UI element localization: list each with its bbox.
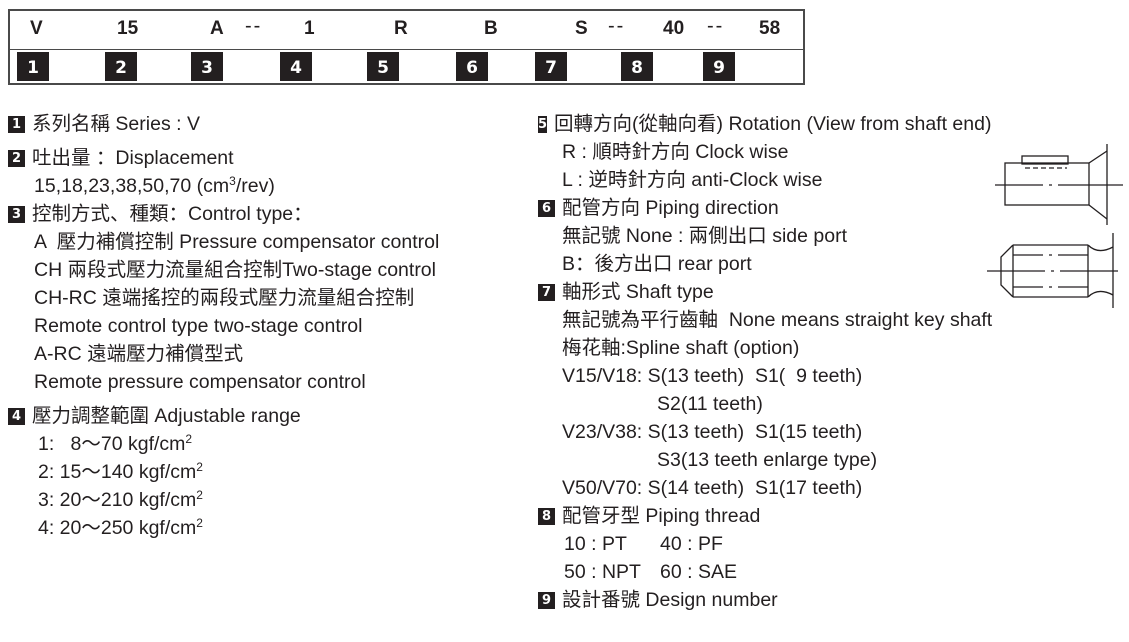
rotation-option: R : 順時針方向 Clock wise (562, 141, 789, 163)
range-option: 2: 15～140 kgf/cm2 (38, 460, 203, 483)
straight-key-shaft-drawing (995, 144, 1123, 225)
section-title: 軸形式 Shaft type (562, 281, 714, 303)
section-control-type: 3 控制方式、種類：Control type： A 壓力補償控制 Pressur… (8, 200, 533, 396)
section-series: 1 系列名稱 Series : V (8, 110, 533, 138)
index-badge: 6 (456, 52, 488, 81)
section-title: 設計番號 Design number (562, 589, 778, 611)
code-segment-series: V (30, 18, 43, 39)
section-piping-thread: 8 配管牙型 Piping thread 10 : PT 40 : PF 50 … (538, 502, 978, 586)
code-separator: -- (707, 15, 725, 37)
piping-option: 無記號 None : 兩側出口 side port (562, 225, 847, 247)
control-option: CH-RC 遠端搖控的兩段式壓力流量組合控制 (34, 287, 415, 309)
section-displacement: 2 吐出量 ：Displacement 15,18,23,38,50,70 (c… (8, 144, 533, 200)
thread-row: 10 : PT 40 : PF (538, 530, 978, 558)
index-badge: 7 (535, 52, 567, 81)
section-piping-direction: 6 配管方向 Piping direction 無記號 None : 兩側出口 … (538, 194, 978, 278)
code-segment-rotation: R (394, 18, 408, 39)
control-option: CH 兩段式壓力流量組合控制Two-stage control (34, 259, 436, 281)
neck-curve (1087, 244, 1114, 252)
shaft-option: V50/V70: S(14 teeth) S1(17 teeth) (562, 477, 863, 499)
index-badge: 9 (703, 52, 735, 81)
code-segment-design: 58 (759, 18, 781, 39)
section-badge: 2 (8, 149, 25, 167)
index-badge: 2 (105, 52, 137, 81)
shaft-key (1021, 155, 1069, 165)
index-badge: 1 (17, 52, 49, 81)
index-badge: 4 (280, 52, 312, 81)
model-code-row: V 15 A -- 1 R B S -- 40 -- 58 (10, 11, 803, 50)
code-separator: -- (245, 15, 263, 37)
section-title: 系列名稱 Series : V (32, 113, 200, 135)
section-title: 吐出量 ：Displacement (32, 147, 234, 169)
code-segment-control: A (210, 18, 224, 39)
piping-option: B：後方出口 rear port (562, 253, 752, 275)
control-option: Remote control type two-stage control (34, 315, 363, 337)
section-adjustable-range: 4 壓力調整範圍 Adjustable range 1: 8～70 kgf/cm… (8, 402, 533, 542)
code-segment-shaft: S (575, 18, 588, 39)
control-option: A-RC 遠端壓力補償型式 (34, 343, 244, 365)
code-segment-thread: 40 (663, 18, 685, 39)
flange-edge (1088, 150, 1108, 164)
shaft-option: 梅花軸:Spline shaft (option) (562, 337, 800, 359)
section-title: 控制方式、種類：Control type： (32, 203, 313, 225)
section-title: 配管方向 Piping direction (562, 197, 779, 219)
left-column: 1 系列名稱 Series : V 2 吐出量 ：Displacement 15… (8, 110, 533, 542)
spline-shaft-drawing (987, 233, 1118, 308)
index-badge: 3 (191, 52, 223, 81)
shaft-option: V15/V18: S(13 teeth) S1( 9 teeth) (562, 365, 863, 387)
section-title: 配管牙型 Piping thread (562, 505, 761, 527)
section-badge: 7 (538, 283, 555, 301)
neck-curve (1087, 290, 1114, 298)
range-option: 3: 20～210 kgf/cm2 (38, 488, 203, 511)
section-shaft-type: 7 軸形式 Shaft type 無記號為平行齒軸 None means str… (538, 278, 993, 502)
index-badge: 5 (367, 52, 399, 81)
section-badge: 6 (538, 199, 555, 217)
thread-option: 40 : PF (660, 533, 723, 555)
shaft-option: S3(13 teeth enlarge type) (657, 449, 878, 471)
section-rotation: 5 回轉方向(從軸向看) Rotation (View from shaft e… (538, 110, 991, 194)
shaft-body (1004, 162, 1090, 206)
code-separator: -- (608, 15, 626, 37)
section-badge: 9 (538, 591, 555, 609)
section-title: 回轉方向(從軸向看) Rotation (View from shaft end… (554, 113, 992, 135)
code-segment-displacement: 15 (117, 18, 139, 39)
index-badge: 8 (621, 52, 653, 81)
range-option: 1: 8～70 kgf/cm2 (38, 432, 193, 455)
shaft-option: S2(11 teeth) (657, 393, 763, 415)
thread-row: 50 : NPT 60 : SAE (538, 558, 978, 586)
section-design-number: 9 設計番號 Design number (538, 586, 978, 614)
code-segment-range: 1 (304, 18, 315, 39)
displacement-values: 15,18,23,38,50,70 (cm3/rev) (34, 174, 275, 197)
section-title: 壓力調整範圍 Adjustable range (32, 405, 301, 427)
thread-option: 50 : NPT (564, 561, 641, 583)
code-segment-piping: B (484, 18, 498, 39)
right-column: 5 回轉方向(從軸向看) Rotation (View from shaft e… (538, 110, 993, 614)
control-option: Remote pressure compensator control (34, 371, 366, 393)
section-badge: 8 (538, 507, 555, 525)
model-code-box: V 15 A -- 1 R B S -- 40 -- 58 1 2 3 4 5 … (8, 9, 805, 85)
section-badge: 1 (8, 115, 25, 133)
thread-option: 10 : PT (564, 533, 627, 555)
rotation-option: L : 逆時針方向 anti-Clock wise (562, 169, 823, 191)
model-code-index-row: 1 2 3 4 5 6 7 8 9 (10, 50, 803, 83)
shaft-option: 無記號為平行齒軸 None means straight key shaft (562, 309, 993, 331)
shaft-option: V23/V38: S(13 teeth) S1(15 teeth) (562, 421, 863, 443)
control-option: A 壓力補償控制 Pressure compensator control (34, 231, 440, 253)
section-badge: 3 (8, 205, 25, 223)
range-option: 4: 20～250 kgf/cm2 (38, 516, 203, 539)
flange-edge (1088, 204, 1108, 220)
section-badge: 5 (538, 115, 548, 133)
section-badge: 4 (8, 407, 25, 425)
thread-option: 60 : SAE (660, 561, 737, 583)
